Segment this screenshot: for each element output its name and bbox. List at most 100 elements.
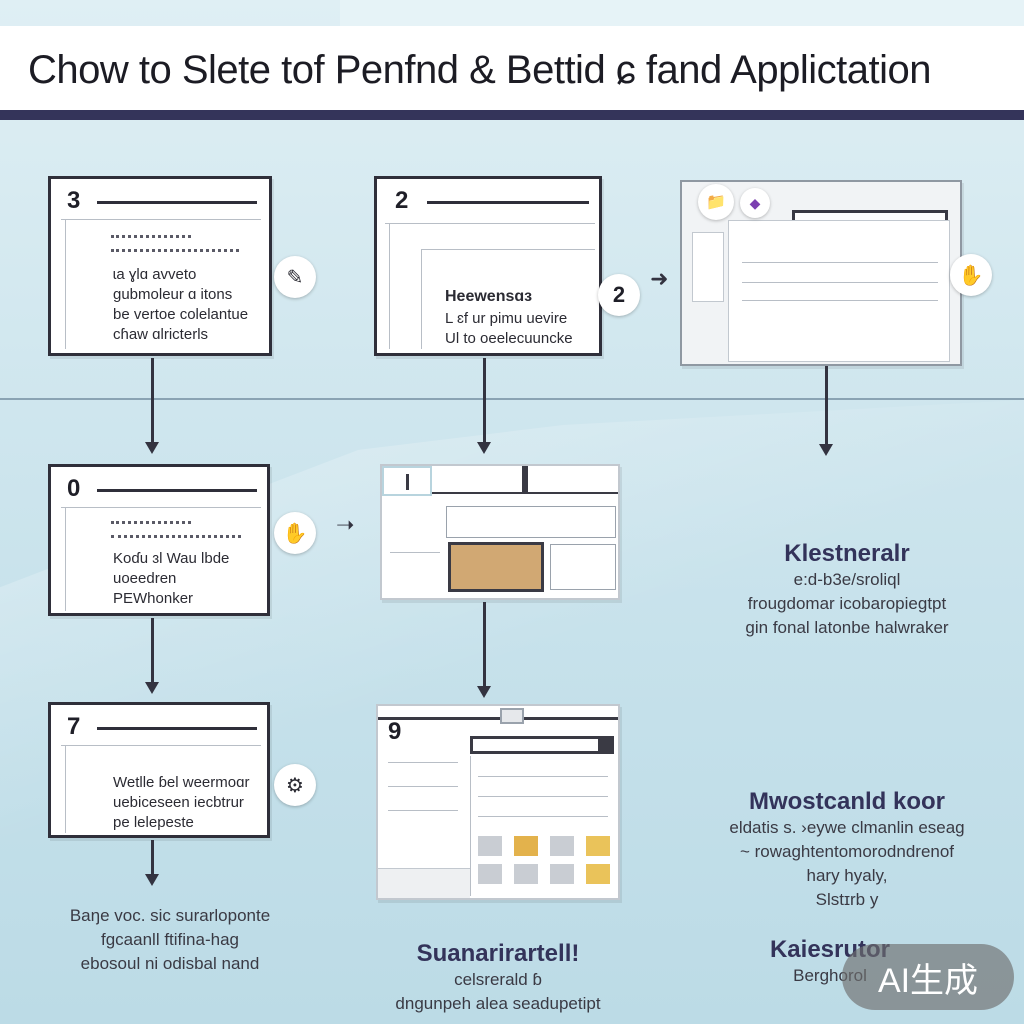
card-frame-line [65, 745, 66, 833]
gear-icon: ⚙ [274, 764, 316, 806]
text-placeholder [111, 249, 239, 252]
grid-tile [586, 836, 610, 856]
card-frame-line [421, 249, 422, 349]
flow-arrow-right: ➝ [336, 512, 355, 537]
step-heading: Heewensɑɜ [445, 288, 533, 305]
side-note-heading: Klestneralr [784, 540, 910, 567]
pencil-icon: ✎ [274, 256, 316, 298]
card-header-line [97, 489, 257, 492]
sky-band [340, 0, 1024, 26]
grid-tile [586, 864, 610, 884]
window-tab-divider [522, 466, 528, 494]
window-line [742, 282, 938, 283]
step-number: 2 [395, 187, 409, 214]
text-placeholder [111, 535, 241, 538]
bottom-note-line: ebosoul ni odisbal nand [80, 954, 260, 973]
step-text: uebiceseen iecbtrur [113, 794, 244, 811]
title-rule [0, 110, 1024, 120]
window-line [478, 796, 608, 797]
image-panel [448, 542, 544, 592]
bottom-note: Suanarirartell! celsrerald ɓ dngunpeh al… [366, 940, 630, 1016]
purple-tag-icon: ◆ [740, 188, 770, 218]
step-text: pe lelepeste [113, 814, 194, 831]
card-frame-line [421, 249, 595, 250]
step-number: 0 [67, 475, 81, 502]
step-text: gubmoleur ɑ itons [113, 286, 233, 303]
step-text: L ɛf ur pimu uevire [445, 310, 568, 327]
card-frame-line [61, 507, 261, 508]
window-line [388, 810, 458, 811]
preview-panel [550, 544, 616, 590]
bottom-note-line: dngunpeh alea seadupetipt [395, 994, 601, 1013]
step-text: ɩa ɣlɑ avveto [113, 266, 197, 283]
step-text: cɦaw ɑlricterls [113, 326, 209, 343]
card-frame-line [61, 219, 261, 220]
card-header-line [97, 201, 257, 204]
side-note: Klestneralr e:d-b3e/sroliql frougdomar i… [712, 540, 982, 640]
flow-arrow [819, 366, 833, 456]
window-sidebar [692, 232, 724, 302]
window-line [742, 300, 938, 301]
step-card-a: 3 ɩa ɣlɑ avveto gubmoleur ɑ itons be ver… [48, 176, 272, 356]
bottom-note-heading: Suanarirartell! [416, 940, 580, 967]
text-placeholder [111, 521, 191, 524]
flow-arrow [477, 358, 491, 454]
footer-panel [378, 868, 470, 898]
grid-tile [550, 836, 574, 856]
card-frame-line [61, 745, 261, 746]
card-header-line [97, 727, 257, 730]
window-divider [470, 756, 471, 896]
window-line [478, 776, 608, 777]
window-line [388, 786, 458, 787]
step-text: Ul to oeelecuuncke [445, 330, 573, 347]
grid-tile [478, 836, 502, 856]
window-line [388, 762, 458, 763]
grid-tile [478, 864, 502, 884]
flow-arrow [145, 840, 159, 886]
step-text: uoeedren [113, 570, 177, 587]
step-card-e [380, 464, 620, 600]
step-card-f: 7 Wetlle ɓel weermoɑr uebiceseen iecbtru… [48, 702, 270, 838]
hand-icon: ✋ [950, 254, 992, 296]
step-number-badge: 2 [598, 274, 640, 316]
text-placeholder [111, 235, 191, 238]
side-note-line: e:d-b3e/sroliql [793, 570, 901, 589]
card-frame-line [385, 223, 595, 224]
side-note-line: hary hyaly, [806, 866, 888, 885]
step-card-b: 2 Heewensɑɜ L ɛf ur pimu uevire Ul to oe… [374, 176, 602, 356]
folder-icon: 📁 [698, 184, 734, 220]
grid-tile [514, 864, 538, 884]
card-frame-line [65, 219, 66, 349]
search-bar-end [598, 738, 612, 752]
side-note: Mwostcanld koor eldatis s. ›eywe clmanli… [700, 788, 994, 912]
title-bar [0, 26, 1024, 112]
window-line [742, 262, 938, 263]
watermark: AI生成 [842, 944, 1014, 1010]
hand-icon: ✋ [274, 512, 316, 554]
window-line [478, 816, 608, 817]
window-tab-marker [406, 474, 409, 490]
step-number: 9 [388, 718, 402, 745]
page-title: Chow to Slete tof Penfnd & Bettid ɕ fand… [28, 48, 931, 92]
side-note-line: ~ rowaghtentomorodndrenof [739, 842, 955, 861]
card-frame-line [389, 223, 390, 349]
step-text: Wetlle ɓel weermoɑr [113, 774, 250, 791]
bottom-note-line: celsrerald ɓ [454, 970, 542, 989]
horizon-rule [0, 398, 1024, 400]
card-frame-line [65, 507, 66, 611]
side-note-line: eldatis s. ›eywe clmanlin eseag [729, 818, 965, 837]
search-bar [470, 736, 614, 754]
content-panel [446, 506, 616, 538]
bottom-note-line: fgcaanll ftifina-hag [101, 930, 239, 949]
side-note-line: gin fonal latonbe halwraker [745, 618, 949, 637]
step-text: PEWhonker [113, 590, 194, 607]
window-tab [500, 708, 524, 724]
side-note-heading: Mwostcanld koor [748, 788, 946, 815]
card-header-line [427, 201, 589, 204]
flow-arrow [477, 602, 491, 698]
side-note-line: frougdomar icobaropieɡtpt [747, 594, 947, 613]
flow-arrow [145, 358, 159, 454]
window-panel [728, 220, 950, 362]
step-text: Koɗu ɜl Wau lbde [113, 550, 230, 567]
bottom-note-line: Baŋe voc. sic surarloponte [69, 906, 271, 925]
